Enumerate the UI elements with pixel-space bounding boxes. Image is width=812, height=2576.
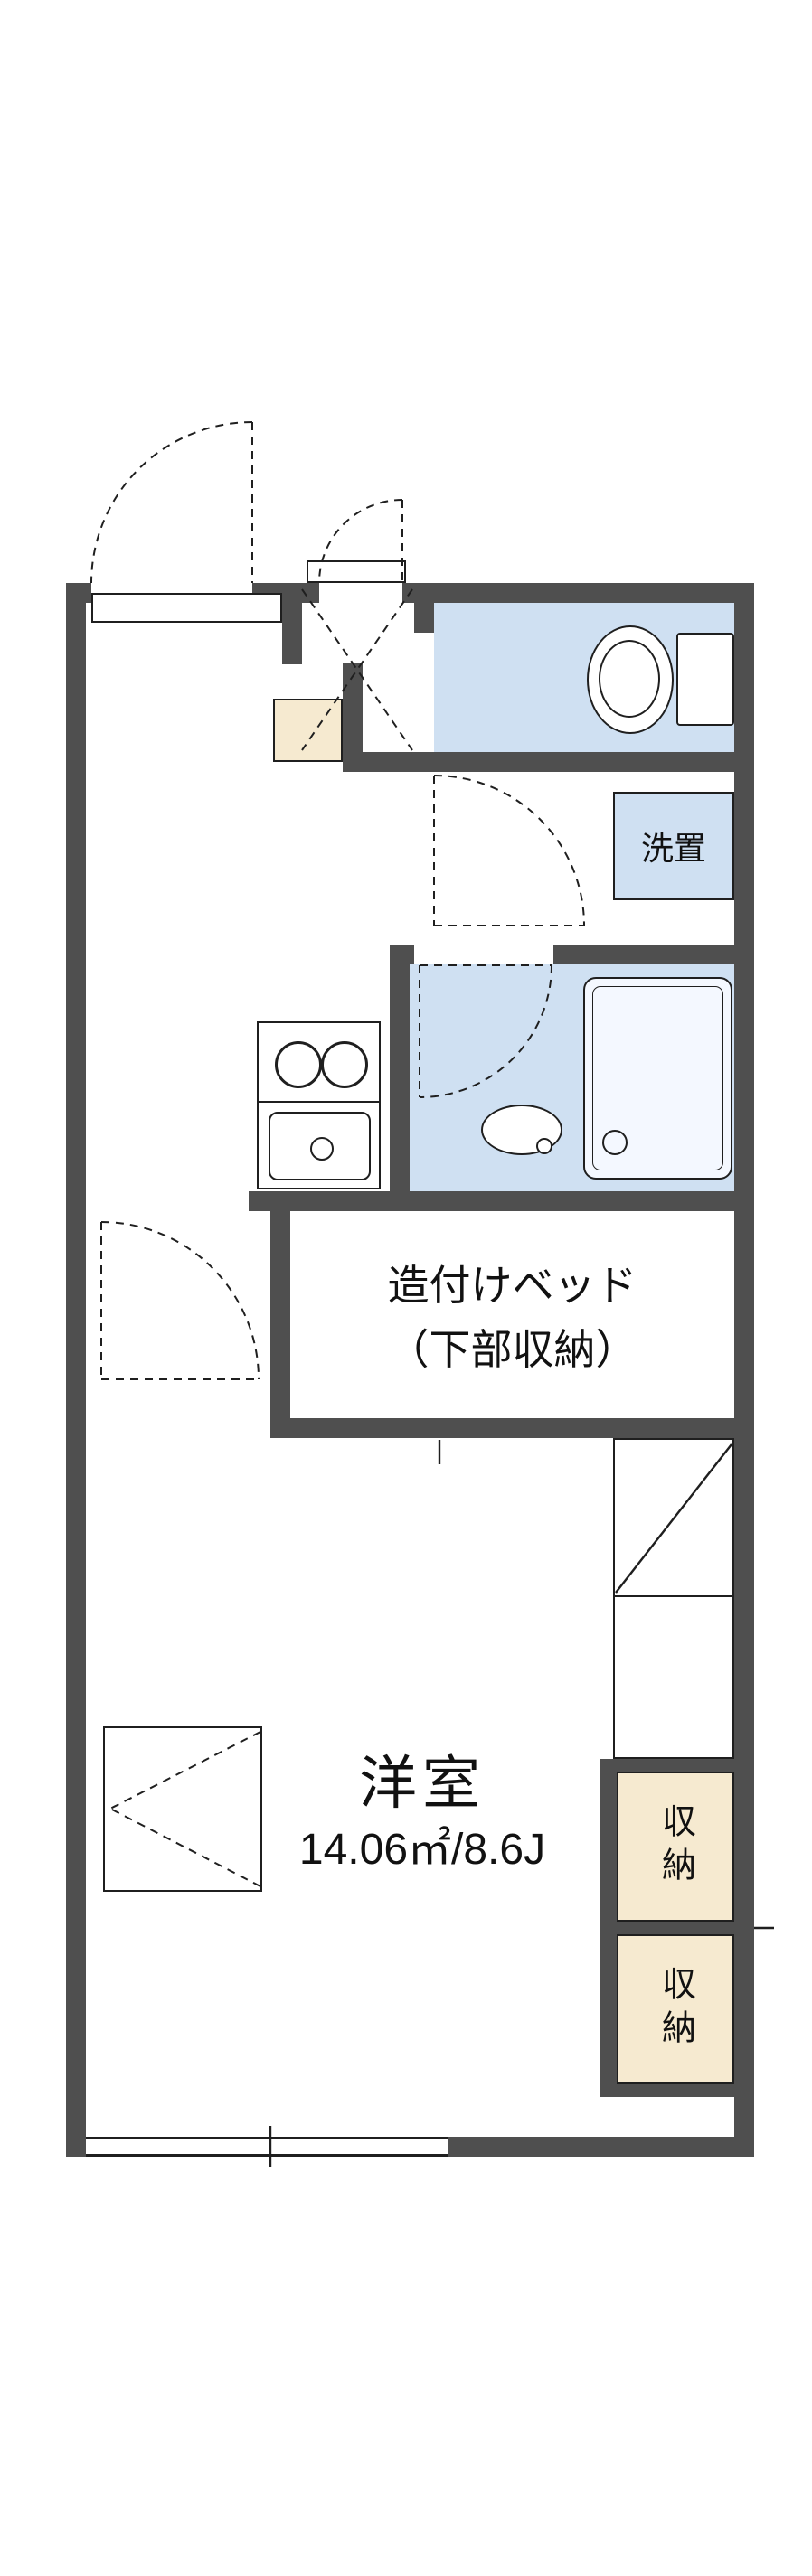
entrance-step bbox=[91, 593, 282, 623]
stove-burner-right-icon bbox=[321, 1041, 368, 1088]
wall-bed-left bbox=[270, 1211, 290, 1418]
closet-upper: 収納 bbox=[617, 1772, 734, 1922]
bathtub-icon bbox=[583, 977, 732, 1180]
wall-closet-mid bbox=[617, 1922, 754, 1934]
wall-closet-left bbox=[600, 1759, 617, 2097]
porch-step bbox=[307, 560, 406, 583]
sink-drain-icon bbox=[310, 1137, 334, 1161]
closet-lower-label: 収納 bbox=[656, 1966, 694, 2053]
wall-closet-top bbox=[600, 1759, 754, 1772]
wall-entrance-stub bbox=[282, 583, 302, 664]
laundry-space: 洗置 bbox=[613, 792, 734, 900]
left-window-box bbox=[103, 1726, 262, 1892]
bathtub-inner-rim bbox=[592, 986, 723, 1170]
laundry-label: 洗置 bbox=[640, 830, 706, 867]
room-title: 洋室 bbox=[151, 1746, 694, 1816]
wall-closet-bottom bbox=[600, 2084, 754, 2097]
room-door-arc bbox=[100, 1221, 260, 1380]
bathtub-drain-icon bbox=[602, 1130, 628, 1155]
closet-lower: 収納 bbox=[617, 1934, 734, 2084]
side-counter bbox=[613, 1438, 734, 1759]
left-window-fold-1 bbox=[109, 1731, 261, 1810]
room-size-label: 14.06㎡/8.6J bbox=[298, 1826, 546, 1874]
wall-left bbox=[66, 583, 86, 2157]
entrance-door-arc bbox=[90, 421, 253, 584]
wall-bottom bbox=[448, 2137, 754, 2157]
wall-entrance-l bbox=[343, 663, 363, 752]
built-in-bed: 造付けベッド （下部収納） bbox=[290, 1246, 734, 1390]
closet-upper-label: 収納 bbox=[656, 1803, 694, 1890]
washbasin-drain-icon bbox=[536, 1138, 552, 1154]
side-counter-diagonal bbox=[615, 1443, 732, 1594]
wall-toilet-left-stub bbox=[414, 583, 434, 633]
toilet-bowl-icon bbox=[587, 625, 674, 734]
toilet-tank-icon bbox=[676, 633, 734, 726]
window bbox=[86, 2137, 448, 2157]
kitchen-unit bbox=[257, 1021, 381, 1189]
bed-label-line2: （下部収納） bbox=[387, 1326, 637, 1373]
hall-swing-cross-2 bbox=[301, 588, 413, 751]
wall-bath-left bbox=[390, 945, 410, 1211]
small-door-arc bbox=[318, 499, 403, 584]
left-window-fold-2 bbox=[109, 1808, 261, 1887]
side-counter-divider bbox=[615, 1595, 732, 1597]
bath-door-arc bbox=[419, 964, 552, 1098]
hall-swing-cross-1 bbox=[301, 588, 413, 751]
washroom-door-arc bbox=[433, 775, 585, 926]
wall-under-toilet bbox=[343, 752, 754, 772]
stove-burner-left-icon bbox=[275, 1041, 322, 1088]
wall-bath-top-right bbox=[553, 945, 754, 964]
room-size: 14.06㎡/8.6J bbox=[151, 1819, 694, 1874]
wall-bath-bottom bbox=[249, 1191, 754, 1211]
wall-top-left bbox=[66, 583, 91, 603]
wall-bed-bottom bbox=[270, 1418, 754, 1438]
toilet-seat-icon bbox=[599, 640, 660, 718]
wall-top-right bbox=[402, 583, 754, 603]
kitchen-sink bbox=[269, 1112, 371, 1180]
room-name-label: 洋室 bbox=[359, 1751, 486, 1816]
bed-label-line1: 造付けベッド bbox=[387, 1261, 637, 1309]
kitchen-divider bbox=[259, 1101, 379, 1103]
